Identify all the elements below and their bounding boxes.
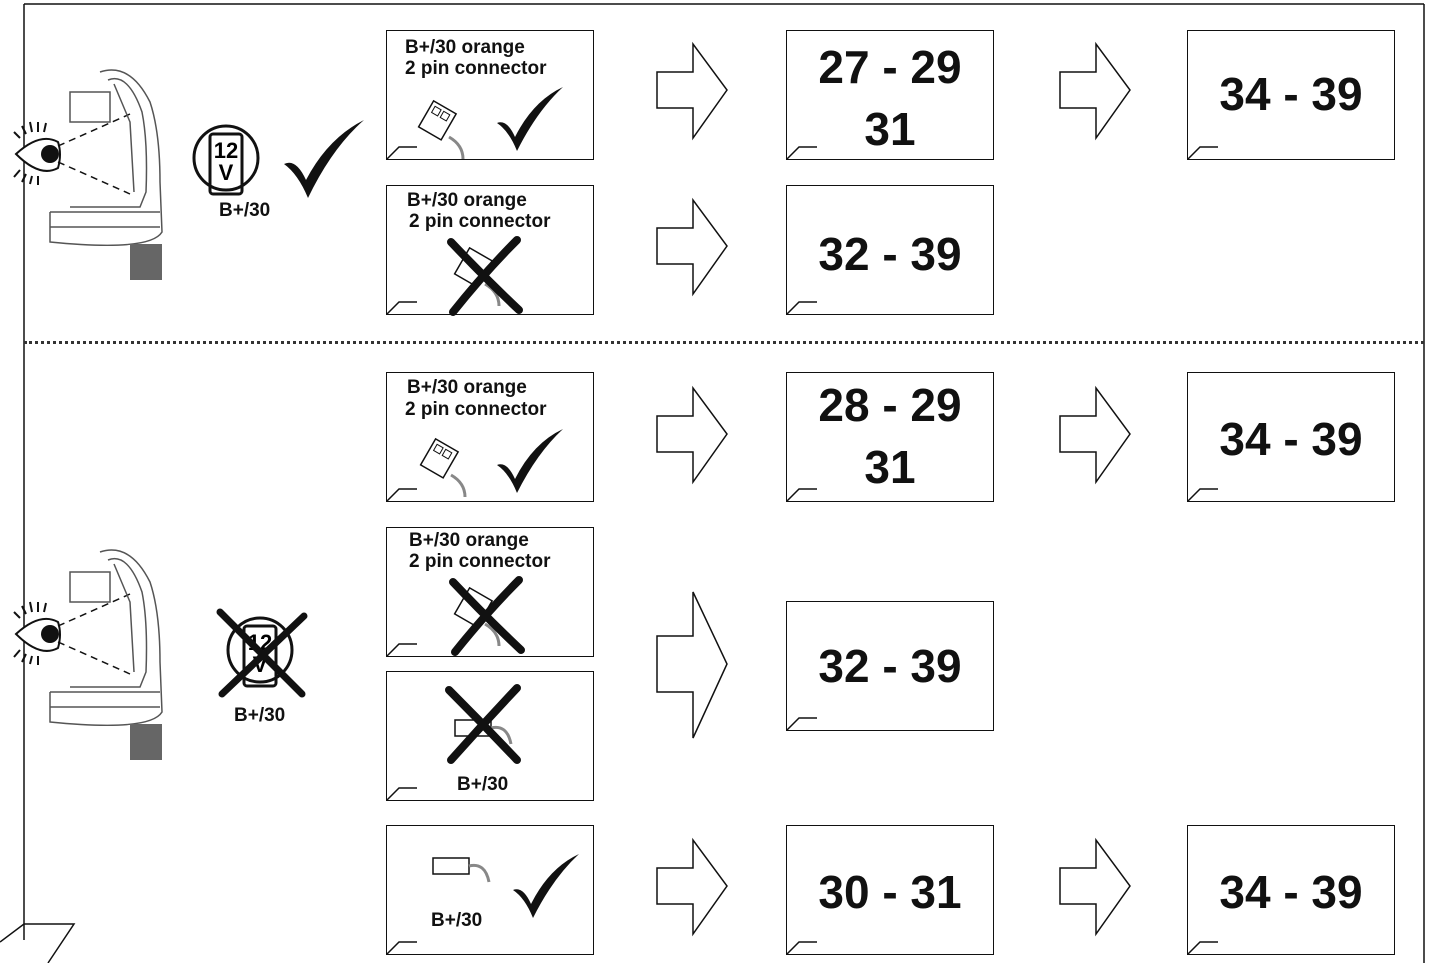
car-rear-icon	[50, 550, 162, 725]
arrow-right-icon	[655, 198, 730, 298]
instruction-pages-box: 28 - 29 31	[786, 372, 994, 502]
connector-label-line1: B+/30 orange	[409, 530, 529, 551]
page-range: 30 - 31	[787, 864, 993, 920]
arrow-right-large-icon	[655, 590, 730, 742]
cross-icon	[443, 684, 523, 764]
next-page-range: 34 - 39	[1188, 864, 1394, 920]
next-page-range: 34 - 39	[1188, 66, 1394, 122]
next-pages-box: 34 - 39	[1187, 30, 1395, 160]
page-range: 28 - 29	[787, 377, 993, 433]
page-range: 27 - 29	[787, 39, 993, 95]
page-range-extra: 31	[787, 439, 993, 495]
car-trunk-eye-illustration	[10, 542, 180, 762]
page-range-extra: 31	[787, 101, 993, 157]
battery-label: B+/30	[234, 705, 285, 727]
battery-voltage-unit: V	[219, 160, 234, 185]
next-pages-box: 34 - 39	[1187, 825, 1395, 955]
connector-label-line2: 2 pin connector	[409, 211, 550, 232]
arrow-right-icon	[655, 42, 730, 142]
section-divider	[24, 341, 1424, 344]
battery-label: B+/30	[219, 200, 270, 222]
car-trunk-eye-illustration	[10, 62, 180, 282]
cross-icon	[447, 578, 527, 654]
arrow-right-icon	[655, 838, 730, 938]
page-range: 32 - 39	[787, 226, 993, 282]
connector-label-line2: 2 pin connector	[405, 399, 546, 420]
page-range: 32 - 39	[787, 638, 993, 694]
battery-12v-crossed-icon: 12 V	[214, 604, 314, 704]
connector-absent-box: B+/30 orange 2 pin connector	[386, 185, 594, 315]
orange-connector-icon	[417, 435, 477, 495]
connector-present-box: B+/30 orange 2 pin connector	[386, 30, 594, 160]
connector-absent-box: B+/30 orange 2 pin connector	[386, 527, 594, 657]
arrow-right-icon	[655, 386, 730, 486]
plug-present-box: B+/30	[386, 825, 594, 955]
checkmark-icon	[495, 85, 565, 155]
connector-label-line1: B+/30 orange	[407, 377, 527, 398]
arrow-right-icon	[1058, 838, 1133, 938]
checkmark-icon	[495, 427, 565, 497]
eye-icon	[14, 602, 60, 665]
instruction-pages-box: 30 - 31	[786, 825, 994, 955]
plug-absent-box: B+/30	[386, 671, 594, 801]
connector-label-line2: 2 pin connector	[409, 551, 550, 572]
checkmark-icon	[511, 852, 581, 922]
eye-icon	[14, 122, 60, 185]
plug-label: B+/30	[431, 910, 482, 932]
next-page-range: 34 - 39	[1188, 411, 1394, 467]
connector-present-box: B+/30 orange 2 pin connector	[386, 372, 594, 502]
orange-connector-icon	[415, 97, 475, 157]
instruction-pages-box: 32 - 39	[786, 601, 994, 731]
connector-label-line1: B+/30 orange	[407, 190, 527, 211]
arrow-right-icon	[1058, 386, 1133, 486]
plug-connector-icon	[431, 848, 501, 888]
cross-icon	[445, 238, 525, 314]
checkmark-icon	[282, 118, 366, 202]
next-pages-box: 34 - 39	[1187, 372, 1395, 502]
plug-label: B+/30	[457, 774, 508, 796]
arrow-right-icon	[1058, 42, 1133, 142]
instruction-pages-box: 32 - 39	[786, 185, 994, 315]
connector-label-line2: 2 pin connector	[405, 58, 546, 79]
instruction-pages-box: 27 - 29 31	[786, 30, 994, 160]
connector-label-line1: B+/30 orange	[405, 37, 525, 58]
car-rear-icon	[50, 70, 162, 245]
